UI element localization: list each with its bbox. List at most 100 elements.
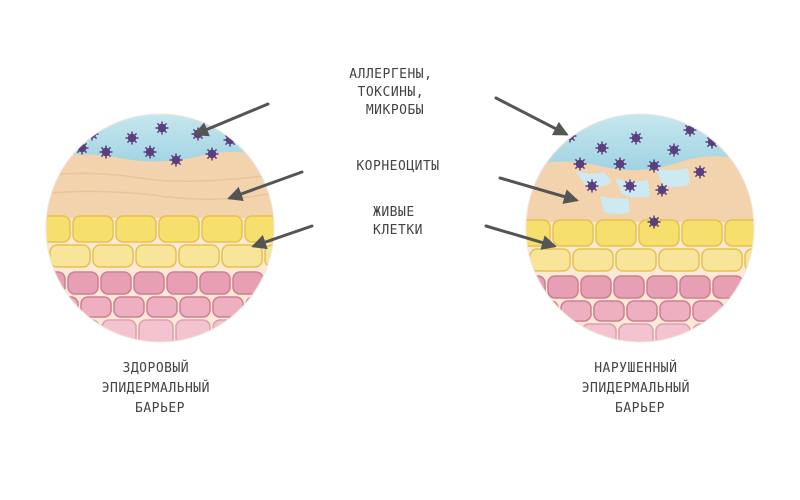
damaged-barrier-caption: НАРУШЕННЫЙ ЭПИДЕРМАЛЬНЫЙ БАРЬЕР: [582, 360, 699, 416]
basal-cell: [245, 296, 274, 318]
living-cell-layer: [526, 219, 800, 272]
basal-cell: [175, 319, 211, 342]
basal-cell: [212, 319, 248, 342]
basal-cell: [618, 323, 654, 342]
caption-line: ЭПИДЕРМАЛЬНЫЙ: [102, 380, 210, 396]
caption-line: БАРЬЕР: [615, 401, 665, 416]
living-cell: [221, 244, 263, 268]
caption-line: БАРЬЕР: [135, 401, 185, 416]
pointer-arrows: [193, 96, 579, 250]
label-line: АЛЛЕРГЕНЫ,: [349, 67, 432, 82]
basal-cell: [64, 319, 100, 342]
basal-cell: [146, 296, 178, 318]
label-line: ТОКСИНЫ,: [358, 85, 425, 100]
microbe-icon: [85, 127, 99, 141]
basal-cell: [212, 296, 244, 318]
microbe-icon: [693, 165, 707, 179]
pointer-arrow-icon: [494, 96, 569, 136]
basal-cell-layer: [526, 275, 800, 354]
damaged-skin-circle: [526, 114, 800, 354]
allergens-label: АЛЛЕРГЕНЫ, ТОКСИНЫ, МИКРОБЫ: [349, 67, 441, 118]
corneocytes-label: КОРНЕОЦИТЫ: [356, 159, 439, 174]
living-cell: [115, 215, 157, 243]
microbe-icon: [585, 179, 599, 193]
microbe-icon: [623, 179, 637, 193]
basal-cell: [767, 324, 800, 354]
basal-cell: [613, 275, 645, 299]
microbe-icon: [143, 145, 157, 159]
basal-cell: [659, 300, 691, 322]
basal-cell: [279, 297, 309, 317]
basal-cell: [547, 275, 579, 299]
basal-cell: [232, 271, 264, 295]
basal-cell: [593, 300, 625, 322]
barrier-crack: [656, 168, 690, 187]
healthy-barrier-caption: ЗДОРОВЫЙ ЭПИДЕРМАЛЬНЫЙ БАРЬЕР: [102, 360, 219, 416]
basal-cell: [133, 271, 165, 295]
microbe-icon: [647, 215, 661, 229]
basal-cell: [138, 319, 174, 342]
basal-cell: [692, 323, 728, 342]
pointer-arrow-icon: [227, 170, 304, 201]
living-cell: [595, 219, 637, 247]
basal-cell: [287, 320, 321, 350]
pointer-arrow-icon: [251, 224, 314, 250]
microbe-icon: [223, 133, 237, 147]
living-cell: [178, 244, 220, 268]
microbe-icon: [125, 131, 139, 145]
microbe-icon: [99, 145, 113, 159]
living-cell: [724, 219, 754, 247]
pointer-arrow-icon: [484, 224, 557, 250]
living-cell: [552, 219, 594, 247]
microbe-icon: [595, 141, 609, 155]
caption-line: НАРУШЕННЫЙ: [594, 360, 677, 376]
living-cell: [92, 244, 134, 268]
basal-cell: [100, 271, 132, 295]
corneocyte-layer: [46, 151, 274, 218]
living-cell: [158, 215, 200, 243]
basal-cell: [544, 323, 580, 342]
living-cell: [768, 220, 800, 246]
label-line: КОРНЕОЦИТЫ: [356, 159, 439, 174]
basal-cell: [249, 319, 274, 342]
microbe-icon: [647, 159, 661, 173]
living-cell: [701, 248, 743, 272]
microbe-icon: [573, 157, 587, 171]
basal-cell: [725, 300, 754, 322]
basal-cell: [67, 271, 99, 295]
living-cell: [201, 215, 243, 243]
microbe-icon: [629, 131, 643, 145]
basal-cell: [179, 296, 211, 318]
basal-cell: [759, 301, 789, 321]
living-cells-label: ЖИВЫЕ КЛЕТКИ: [373, 205, 423, 238]
basal-cell: [265, 271, 274, 295]
caption-line: ЭПИДЕРМАЛЬНЫЙ: [582, 380, 690, 396]
basal-cell: [46, 319, 63, 342]
living-cell: [638, 219, 680, 247]
basal-cell: [199, 271, 231, 295]
basal-cell: [526, 275, 546, 299]
label-line: КЛЕТКИ: [373, 223, 423, 238]
healthy-skin-circle: [46, 114, 321, 350]
barrier-crack: [575, 170, 612, 188]
pointer-arrow-icon: [498, 176, 579, 204]
microbe-icon: [155, 121, 169, 135]
basal-cell: [712, 275, 744, 299]
basal-cell: [580, 275, 612, 299]
microbe-icon: [563, 129, 577, 143]
microbe-icon: [655, 183, 669, 197]
microbe-icon: [613, 157, 627, 171]
barrier-crack: [600, 196, 630, 214]
basal-cell: [729, 323, 754, 342]
living-cell: [572, 248, 614, 272]
microbe-icon: [705, 135, 719, 149]
living-cell: [49, 244, 91, 268]
caption-line: ЗДОРОВЫЙ: [123, 360, 190, 376]
basal-cell: [626, 300, 658, 322]
living-cell: [72, 215, 114, 243]
basal-cell: [80, 296, 112, 318]
living-cell: [615, 248, 657, 272]
basal-cell: [47, 296, 79, 318]
living-cell-layer: [46, 215, 274, 268]
